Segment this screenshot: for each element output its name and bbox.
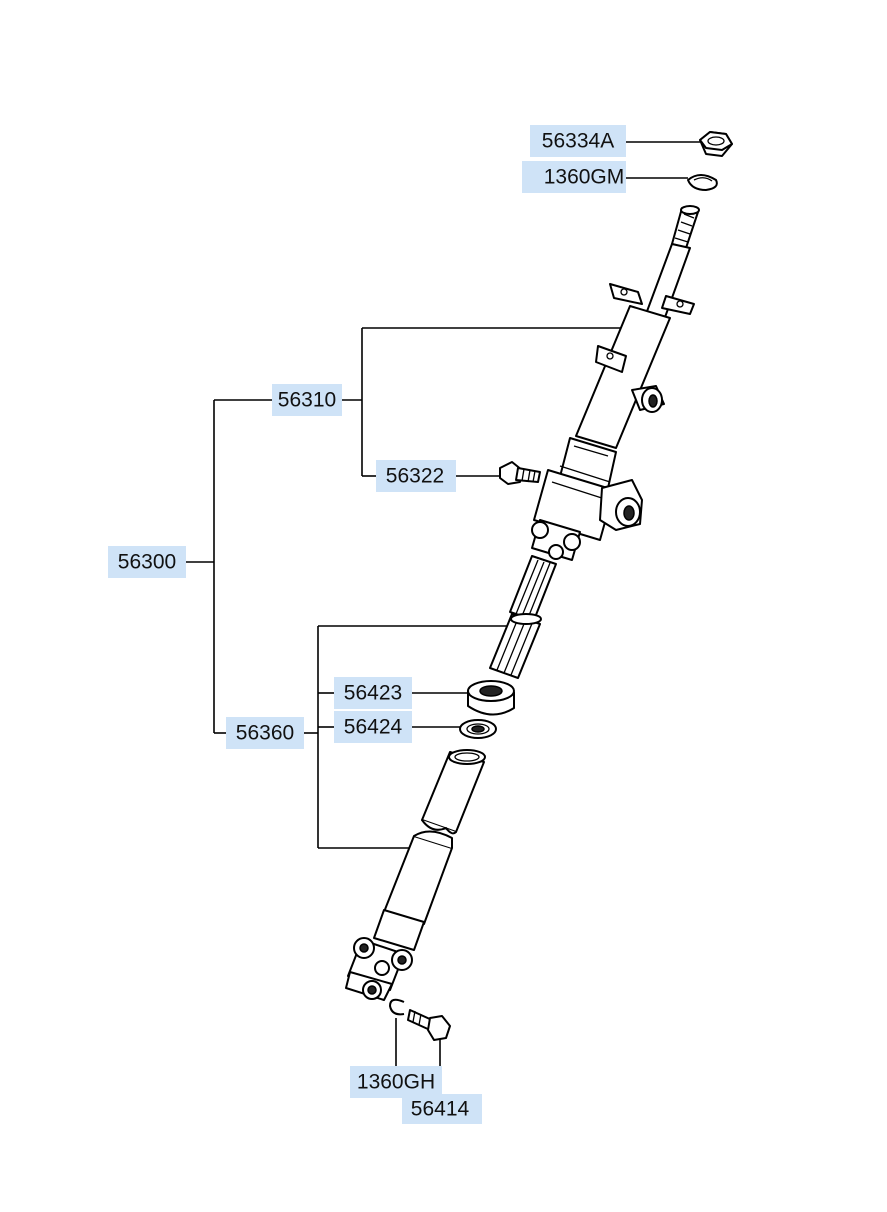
upper-steering-shaft — [645, 205, 700, 321]
part-number-56424: 56424 — [344, 716, 403, 739]
lower-universal-joint — [345, 909, 425, 1001]
bearing-part — [467, 680, 515, 716]
pinch-bolt-part — [407, 1009, 451, 1041]
bolt-part — [499, 461, 541, 485]
label-1360GH: 1360GH — [350, 1066, 442, 1098]
intermediate-shaft — [489, 555, 557, 679]
leader-lines — [186, 141, 700, 1094]
part-number-56300: 56300 — [118, 551, 176, 574]
label-1360GM: 1360GM — [522, 161, 626, 193]
column-tube — [575, 283, 695, 449]
part-number-1360GH: 1360GH — [357, 1071, 435, 1094]
part-number-56414: 56414 — [411, 1098, 470, 1121]
nut-part — [699, 131, 733, 157]
washer-part — [459, 719, 497, 739]
clip-part — [389, 998, 405, 1016]
label-56360: 56360 — [226, 717, 304, 749]
part-number-1360GM: 1360GM — [544, 166, 625, 189]
part-number-56360: 56360 — [236, 722, 294, 745]
label-56322: 56322 — [376, 460, 456, 492]
label-56334A: 56334A — [530, 125, 626, 157]
part-number-56334A: 56334A — [542, 130, 614, 153]
label-56310: 56310 — [272, 384, 342, 416]
part-number-56310: 56310 — [278, 389, 336, 412]
lower-shaft — [383, 830, 453, 925]
label-56423: 56423 — [334, 677, 412, 709]
steering-column-drawing — [345, 131, 733, 1041]
lower-sleeve — [421, 749, 486, 835]
label-56414: 56414 — [402, 1094, 482, 1124]
snap-ring-part — [687, 174, 718, 191]
label-56300: 56300 — [108, 546, 186, 578]
part-number-56423: 56423 — [344, 682, 402, 705]
label-56424: 56424 — [334, 711, 412, 743]
part-number-56322: 56322 — [386, 465, 444, 488]
column-lower-housing — [531, 437, 643, 561]
